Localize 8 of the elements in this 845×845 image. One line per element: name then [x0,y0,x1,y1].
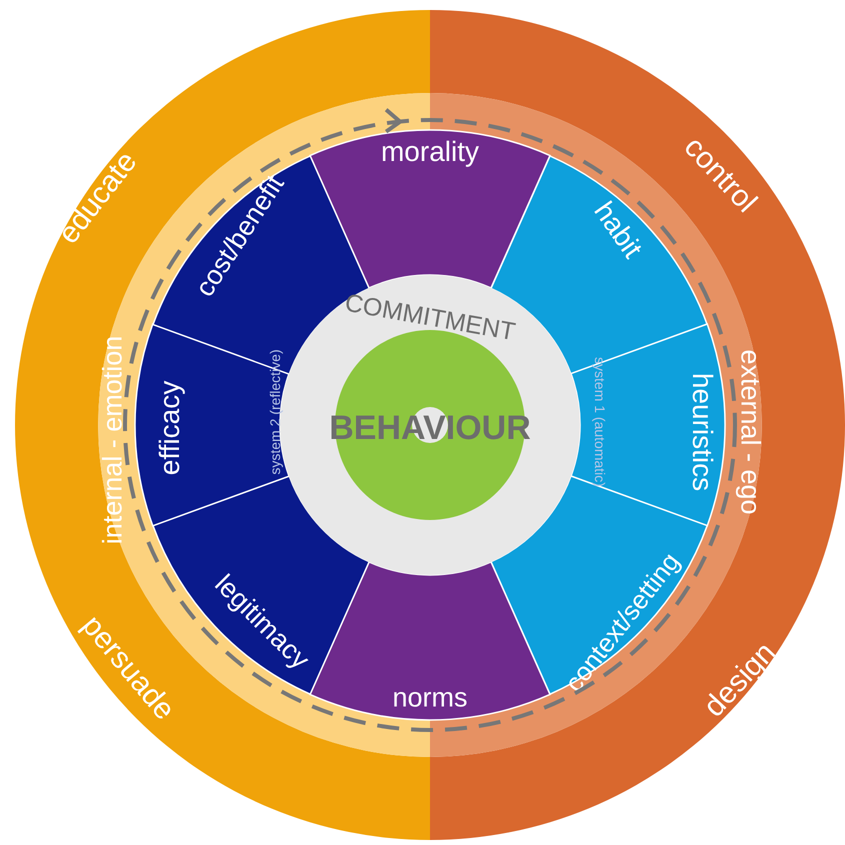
system-label: system 1 (automatic) [593,357,607,487]
ring-label: internal - emotion [100,336,126,544]
segment-label: heuristics [688,372,716,492]
segment-label: efficacy [156,380,184,476]
system-label: system 2 (reflective) [268,349,282,475]
ring-label: external - ego [736,349,764,515]
segment-label: norms [392,684,468,712]
segment-label: morality [380,138,479,166]
